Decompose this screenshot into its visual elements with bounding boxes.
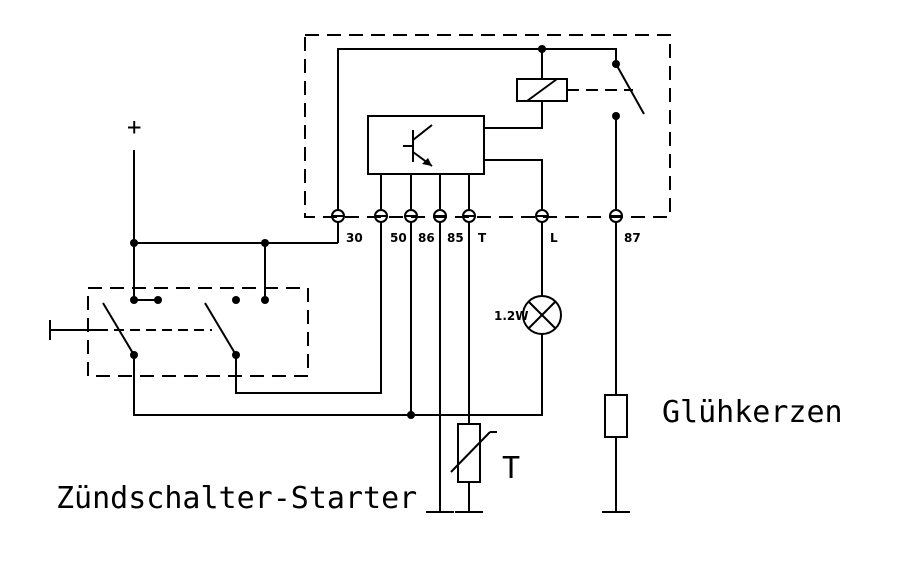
transistor-control-unit	[367, 115, 485, 175]
indicator-lamp	[522, 295, 562, 335]
terminal-label-85: 85	[447, 231, 464, 245]
ignition-switch-enclosure	[87, 287, 309, 377]
glow-plug-resistor	[604, 394, 628, 438]
terminal-label-87: 87	[624, 231, 641, 245]
relay-contact	[567, 60, 645, 120]
ignition-switch-contacts	[49, 296, 269, 359]
terminal-label-l: L	[550, 231, 558, 245]
terminal-label-86: 86	[418, 231, 435, 245]
terminal-label-30: 30	[346, 231, 363, 245]
terminal-label-50: 50	[390, 231, 407, 245]
glow-plugs-label: Glühkerzen	[662, 395, 843, 430]
temperature-sensor	[450, 423, 497, 483]
ignition-switch-label: Zündschalter-Starter	[56, 481, 417, 516]
external-wiring	[133, 222, 630, 513]
terminal-label-t: T	[478, 231, 487, 245]
relay-module-enclosure	[304, 34, 671, 218]
plus-label: +	[127, 113, 141, 141]
temp-sensor-label: T	[502, 451, 520, 486]
lamp-rating-label: 1.2W	[494, 309, 529, 323]
module-internal-wiring	[337, 45, 617, 210]
